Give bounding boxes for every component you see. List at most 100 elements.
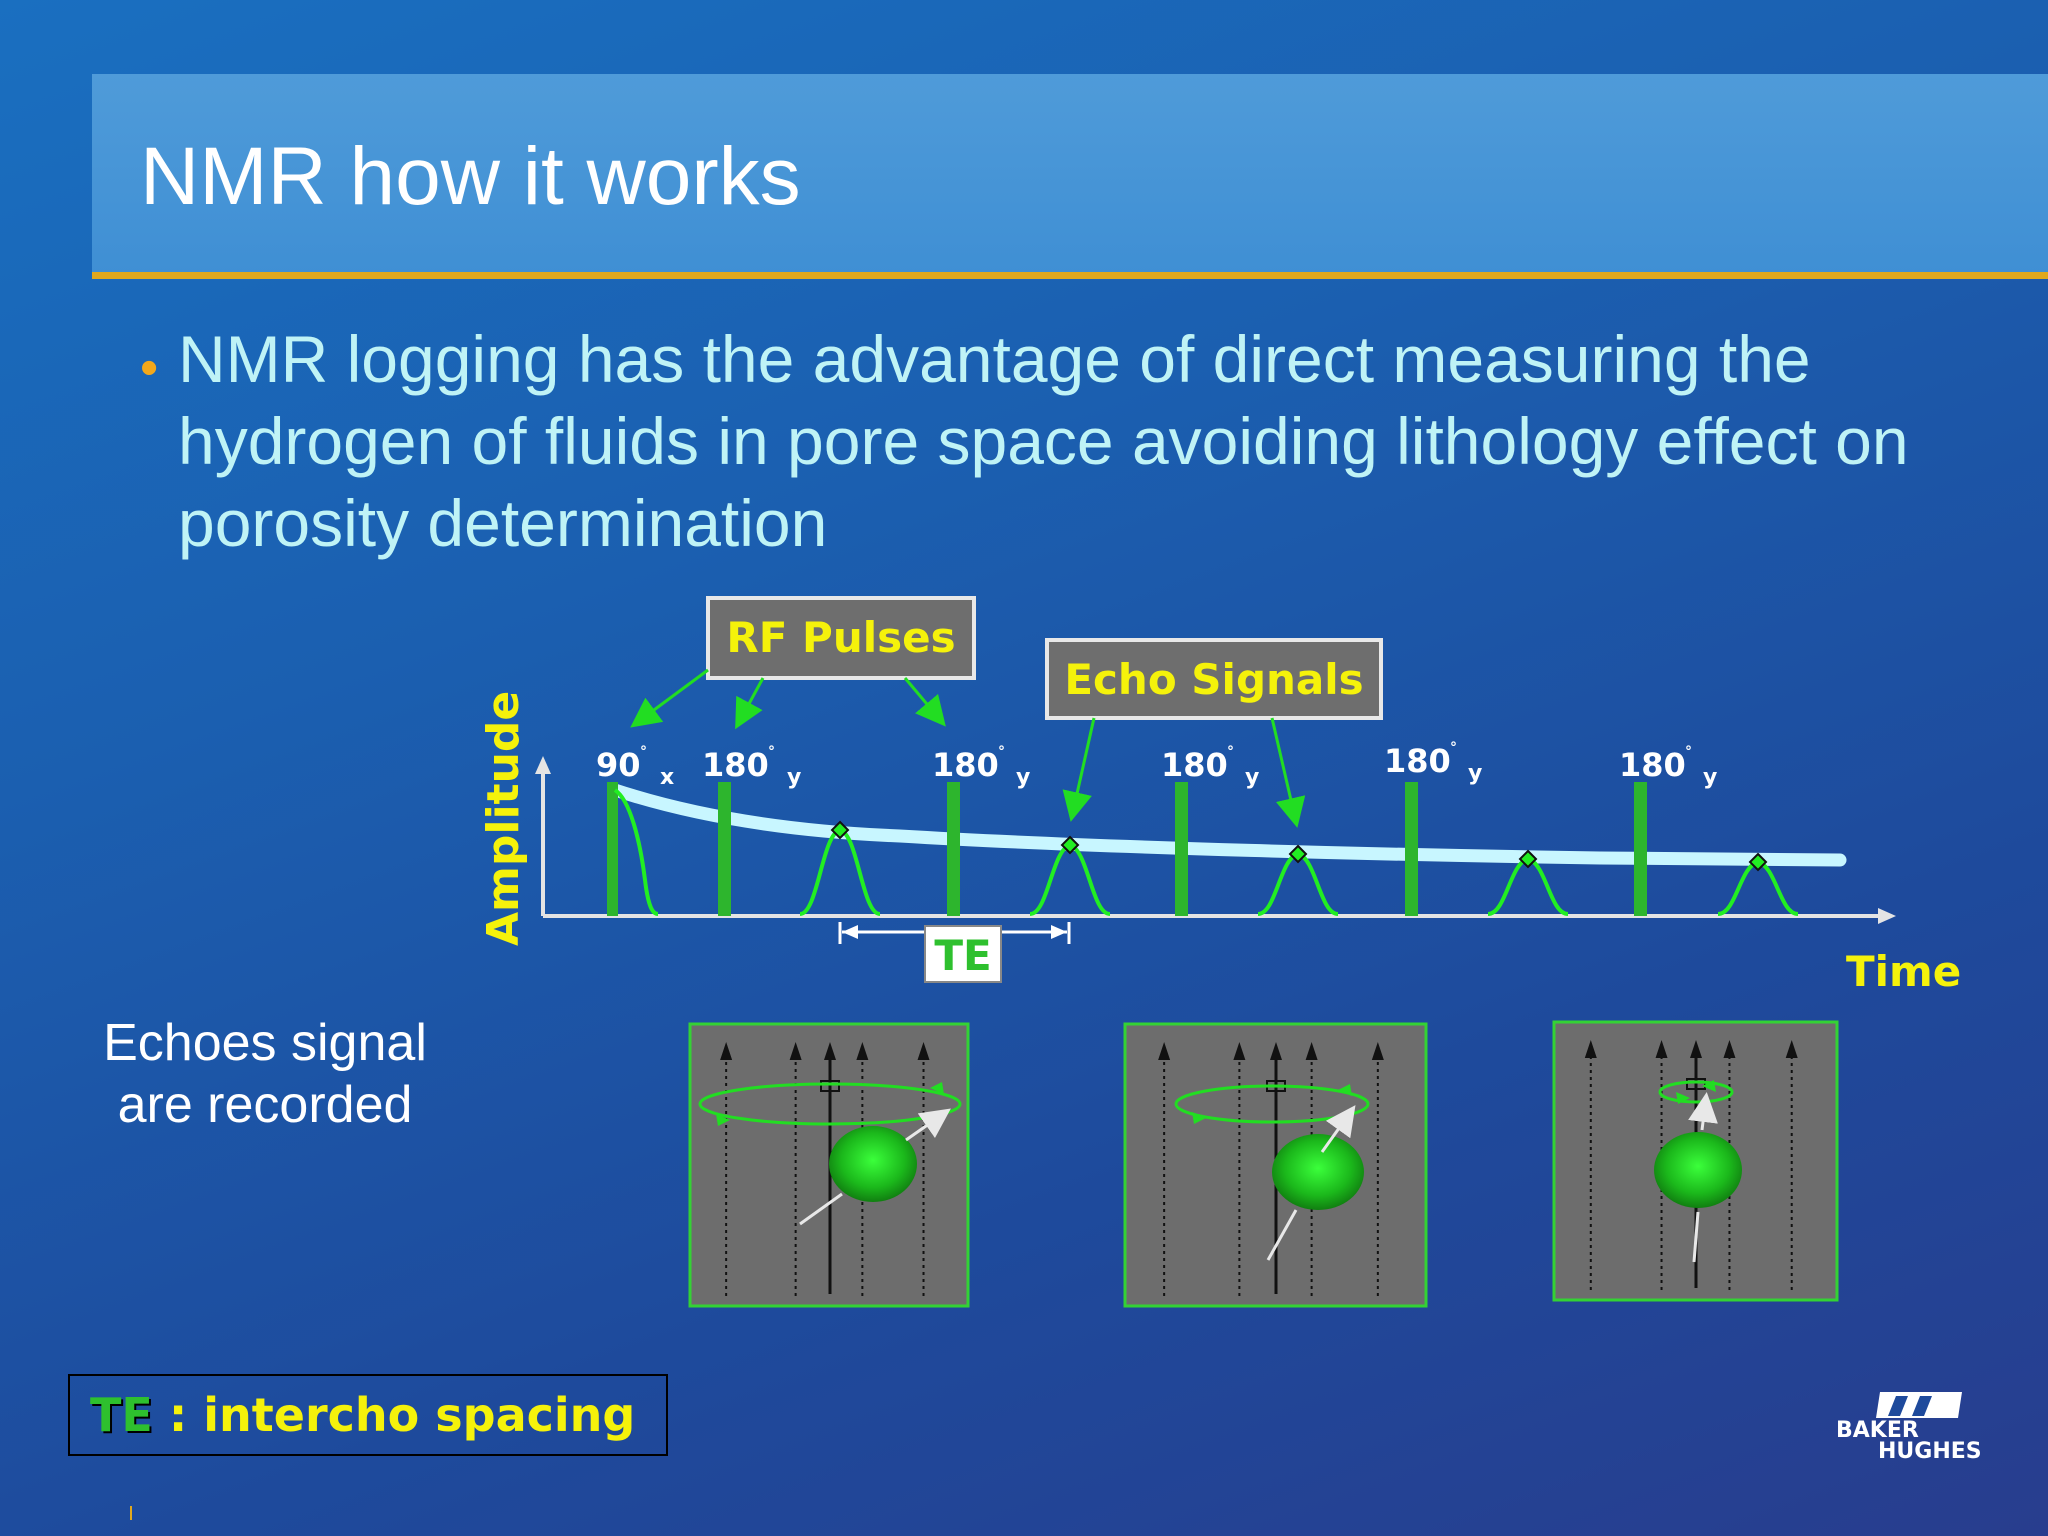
ring-arrow-icon <box>716 1114 730 1126</box>
ring-arrow-icon <box>1338 1084 1352 1096</box>
pulse-angle: 180 <box>932 746 999 784</box>
x-axis-label: Time <box>1846 947 1961 996</box>
spin-panel <box>1123 1022 1428 1308</box>
pulse-degree: ° <box>1685 744 1692 760</box>
legend-separator: : <box>168 1388 188 1442</box>
pulse-degree: ° <box>1450 740 1457 756</box>
echo-signals-label: Echo Signals <box>1064 655 1363 704</box>
field-arrow-icon <box>1305 1042 1318 1060</box>
pulse-phase: x <box>660 765 674 790</box>
pulse-bar-180 <box>1405 782 1418 916</box>
field-arrow-icon <box>789 1042 802 1060</box>
echo-peak-marker <box>1518 849 1538 869</box>
x-axis-arrow-icon <box>1878 908 1896 924</box>
pulse-bar-180 <box>1634 782 1647 916</box>
pulse-bar-180 <box>947 782 960 916</box>
title-divider <box>92 272 2048 279</box>
y-axis-arrow-icon <box>535 756 551 774</box>
echo-signals-callout <box>1045 638 1383 720</box>
axis-arrow-icon <box>1270 1042 1282 1060</box>
fid-curve <box>613 788 659 916</box>
spin-panel <box>1552 1020 1839 1302</box>
y-axis-label: Amplitude <box>478 691 529 946</box>
echo-peak-markers <box>830 820 1768 872</box>
pulse-degree: ° <box>1227 744 1234 760</box>
pulse-phase: y <box>1468 761 1482 786</box>
pulse-angle: 180 <box>1161 746 1228 784</box>
pulse-degree: ° <box>640 744 647 760</box>
pulse-phase: y <box>1016 765 1030 790</box>
spin-particle <box>1272 1134 1364 1210</box>
pulse-labels: 90 ° x 180 ° y 180 ° y 180 ° y 180 ° y 1… <box>596 740 1717 790</box>
bullet-text: NMR logging has the advantage of direct … <box>178 322 1909 560</box>
echo-curve <box>1029 842 1111 916</box>
pulse-phase: y <box>787 765 801 790</box>
title-bar <box>92 74 2048 274</box>
magnetization-arrow-icon <box>905 1108 951 1142</box>
corner-mark <box>130 1506 132 1520</box>
rf-pulses-pointers <box>630 668 946 730</box>
pulse-degree: ° <box>768 744 775 760</box>
logo-line-2: HUGHES <box>1878 1439 1982 1464</box>
spin-panels <box>688 1020 1839 1308</box>
field-arrow-icon <box>1233 1042 1246 1060</box>
echo-peak-marker <box>1288 844 1308 864</box>
pulse-bar-180 <box>718 782 731 916</box>
ring-arrow-icon <box>930 1082 944 1094</box>
pulse-angle: 180 <box>702 746 769 784</box>
baker-hughes-logo: BAKER HUGHES <box>1836 1392 1982 1464</box>
te-legend-box: TE : intercho spacing <box>68 1374 668 1456</box>
magnetization-arrow-icon <box>1688 1092 1718 1131</box>
ring-arrow-icon <box>1676 1092 1690 1104</box>
magnetization-arrow-icon <box>1320 1105 1356 1153</box>
pulse-bar-180 <box>1175 782 1188 916</box>
side-note: Echoes signal are recorded <box>103 1014 427 1134</box>
precession-ring <box>698 1082 962 1126</box>
pulse-angle: 180 <box>1619 746 1686 784</box>
bullet-icon: • <box>140 339 159 397</box>
axis-arrow-icon <box>1690 1040 1702 1058</box>
magnetization-vector <box>799 1192 843 1226</box>
pulse-degree: ° <box>998 744 1005 760</box>
precession-ring <box>1174 1084 1370 1124</box>
logo-line-1: BAKER <box>1836 1418 1919 1443</box>
spin-panel <box>688 1022 970 1308</box>
rf-pulses-callout <box>706 596 976 680</box>
decay-envelope <box>608 783 1847 867</box>
echo-signals-pointers <box>1062 717 1306 828</box>
pulse-angle: 180 <box>1384 742 1451 780</box>
spin-particle <box>829 1126 917 1202</box>
pulse-bars <box>607 782 1647 916</box>
pulse-phase: y <box>1245 765 1259 790</box>
axis-arrow-icon <box>824 1042 836 1060</box>
ring-arrow-icon <box>1192 1112 1206 1124</box>
legend-term: TE <box>90 1388 153 1442</box>
slide-title: NMR how it works <box>140 131 801 222</box>
spin-particle <box>1654 1132 1742 1208</box>
field-arrow-icon <box>1158 1042 1171 1060</box>
field-arrow-icon <box>1723 1040 1736 1058</box>
te-label: TE <box>934 931 991 980</box>
axis-marker <box>820 1080 840 1092</box>
te-span-marker <box>838 922 1071 944</box>
ring-arrow-icon <box>1702 1080 1716 1092</box>
rf-pulses-label: RF Pulses <box>726 613 955 662</box>
pulse-angle: 90 <box>596 746 641 784</box>
field-arrow-icon <box>1785 1040 1798 1058</box>
magnetization-vector <box>1692 1211 1700 1263</box>
field-arrow-icon <box>1655 1040 1668 1058</box>
echo-curve <box>799 827 881 916</box>
field-arrow-icon <box>1584 1040 1597 1058</box>
echo-peak-marker <box>1060 835 1080 855</box>
te-label-box <box>924 925 1002 983</box>
pulse-phase: y <box>1703 765 1717 790</box>
axis-marker <box>1686 1078 1706 1090</box>
field-arrow-icon <box>856 1042 869 1060</box>
field-arrow-icon <box>720 1042 733 1060</box>
field-arrow-icon <box>917 1042 930 1060</box>
magnetization-vector <box>1266 1209 1298 1261</box>
field-arrow-icon <box>1371 1042 1384 1060</box>
echo-peak-marker <box>1748 852 1768 872</box>
